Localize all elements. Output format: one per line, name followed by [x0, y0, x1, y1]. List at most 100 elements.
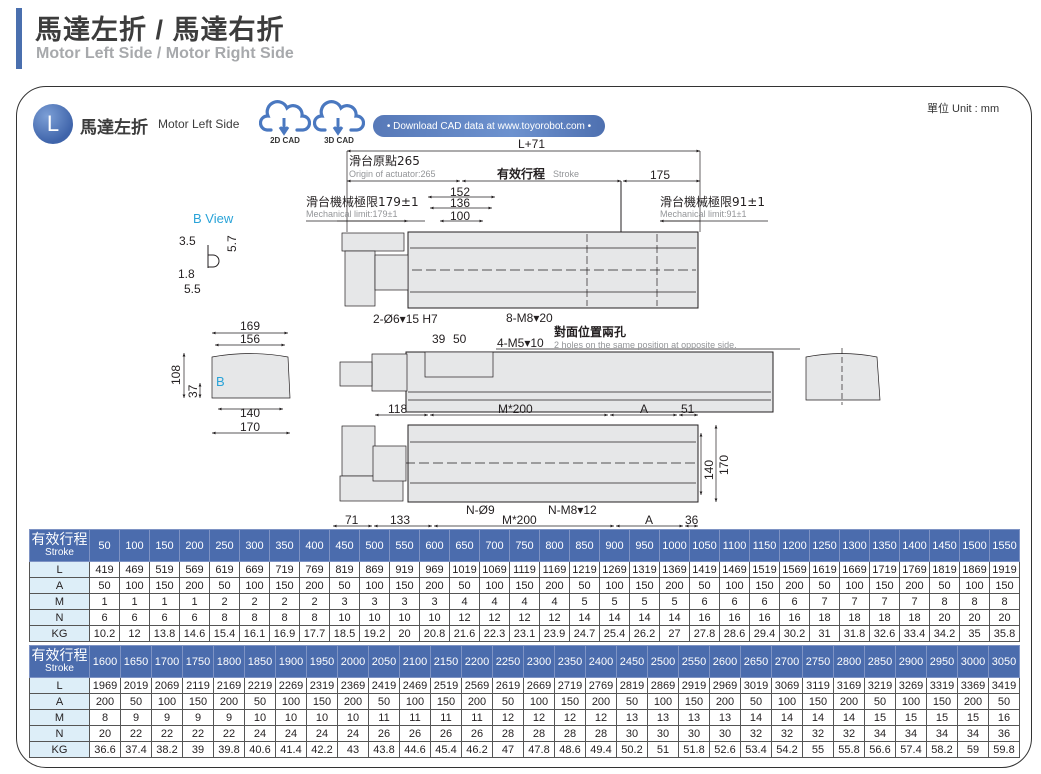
stroke-value: 300 — [239, 529, 270, 562]
table-cell: 819 — [329, 561, 360, 578]
table-cell: 100 — [479, 577, 510, 594]
table-cell: 100 — [399, 693, 431, 710]
table-cell: 14 — [659, 609, 690, 626]
table-cell: 100 — [359, 577, 390, 594]
table-cell: 8 — [89, 709, 121, 726]
table-cell: 1719 — [869, 561, 900, 578]
stroke-value: 1100 — [719, 529, 750, 562]
table-cell: 100 — [839, 577, 870, 594]
table-cell: 150 — [989, 577, 1020, 594]
stroke-value: 1000 — [659, 529, 690, 562]
table-cell: 4 — [539, 593, 570, 610]
table-cell: 10 — [337, 709, 369, 726]
table-cell: 11 — [399, 709, 431, 726]
stroke-value: 550 — [389, 529, 420, 562]
table-cell: 11 — [430, 709, 462, 726]
table-cell: 969 — [419, 561, 450, 578]
table-cell: 14.6 — [179, 625, 210, 642]
stroke-value: 2600 — [709, 645, 741, 678]
cad-3d-button[interactable]: 3D CAD — [313, 100, 365, 148]
table-cell: 10 — [329, 609, 360, 626]
stroke-value: 3050 — [988, 645, 1020, 678]
table-cell: 2769 — [585, 677, 617, 694]
stroke-value: 1750 — [182, 645, 214, 678]
stroke-value: 1500 — [959, 529, 990, 562]
stroke-value: 2950 — [926, 645, 958, 678]
table-cell: 2 — [299, 593, 330, 610]
download-cad-link[interactable]: • Download CAD data at www.toyorobot.com… — [373, 115, 605, 137]
table-cell: 50 — [740, 693, 772, 710]
table-cell: 16 — [689, 609, 720, 626]
stroke-value: 2300 — [523, 645, 555, 678]
table-cell: 26 — [430, 725, 462, 742]
table-cell: 3069 — [771, 677, 803, 694]
cad-3d-label: 3D CAD — [324, 136, 354, 145]
table-cell: 14 — [771, 709, 803, 726]
table-cell: 4 — [509, 593, 540, 610]
table-cell: 50 — [988, 693, 1020, 710]
table-cell: 669 — [239, 561, 270, 578]
table-cell: 1269 — [599, 561, 630, 578]
table-cell: 3419 — [988, 677, 1020, 694]
table-cell: 18 — [839, 609, 870, 626]
table-cell: 50 — [209, 577, 240, 594]
table-cell: 150 — [869, 577, 900, 594]
cad-2d-button[interactable]: 2D CAD — [259, 100, 311, 148]
table-cell: 50 — [120, 693, 152, 710]
table-cell: 150 — [182, 693, 214, 710]
table-cell: 1 — [119, 593, 150, 610]
table-cell: 100 — [599, 577, 630, 594]
table-cell: 26.2 — [629, 625, 660, 642]
table-cell: 32 — [740, 725, 772, 742]
stroke-value: 100 — [119, 529, 150, 562]
section-title-en: Motor Left Side — [158, 117, 240, 131]
table-cell: 15 — [864, 709, 896, 726]
stroke-value: 850 — [569, 529, 600, 562]
stroke-value: 2050 — [368, 645, 400, 678]
table-cell: 28 — [585, 725, 617, 742]
table-cell: 14 — [569, 609, 600, 626]
table-cell: 34.2 — [929, 625, 960, 642]
table-cell: 769 — [299, 561, 330, 578]
table-cell: 7 — [899, 593, 930, 610]
table-cell: 15 — [926, 709, 958, 726]
table-cell: 39.8 — [213, 741, 245, 758]
table-cell: 55 — [802, 741, 834, 758]
table-cell: 3169 — [833, 677, 865, 694]
table-cell: 200 — [833, 693, 865, 710]
table-cell: 24 — [306, 725, 338, 742]
stroke-value: 1900 — [275, 645, 307, 678]
table-cell: 18 — [899, 609, 930, 626]
table-cell: 150 — [430, 693, 462, 710]
table-cell: 8 — [209, 609, 240, 626]
table-cell: 26 — [399, 725, 431, 742]
row-label: M — [29, 709, 90, 726]
table-cell: 3 — [419, 593, 450, 610]
table-cell: 2369 — [337, 677, 369, 694]
table-cell: 50 — [809, 577, 840, 594]
table-cell: 1869 — [959, 561, 990, 578]
table-cell: 150 — [554, 693, 586, 710]
table-cell: 57.4 — [895, 741, 927, 758]
table-cell: 39 — [182, 741, 214, 758]
table-cell: 100 — [647, 693, 679, 710]
table-cell: 6 — [179, 609, 210, 626]
table-cell: 43.8 — [368, 741, 400, 758]
table-cell: 24 — [337, 725, 369, 742]
table-cell: 200 — [779, 577, 810, 594]
stroke-value: 2550 — [678, 645, 710, 678]
table-cell: 15 — [895, 709, 927, 726]
table-cell: 30 — [616, 725, 648, 742]
table-cell: 8 — [989, 593, 1020, 610]
table-cell: 8 — [929, 593, 960, 610]
stroke-value: 350 — [269, 529, 300, 562]
table-cell: 20 — [959, 609, 990, 626]
